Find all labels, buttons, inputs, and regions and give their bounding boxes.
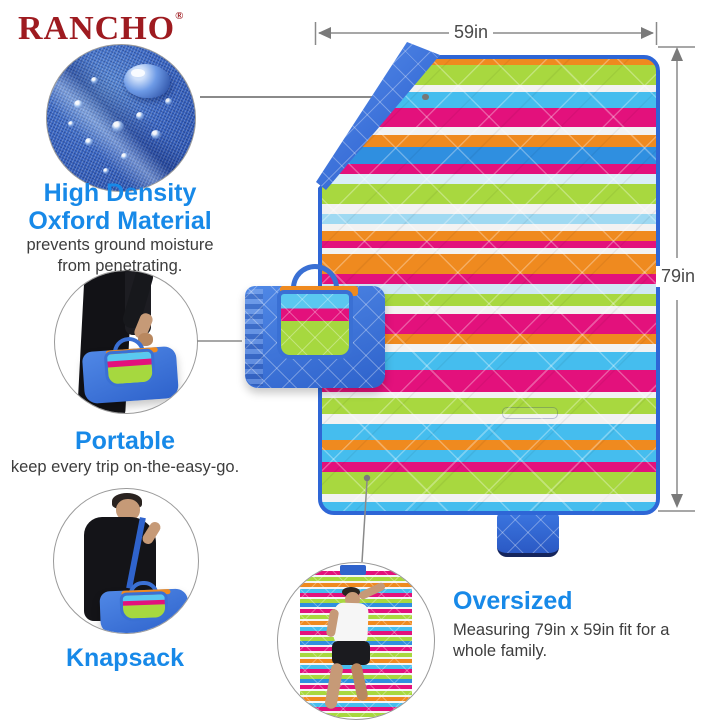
height-dimension-label: 79in — [656, 266, 701, 287]
arrowhead-up-icon — [671, 47, 683, 61]
arrowhead-down-icon — [671, 494, 683, 508]
folded-mat-photo — [245, 264, 385, 388]
mat-flap — [103, 348, 157, 388]
person-shirt — [333, 602, 369, 646]
water-droplet — [67, 120, 74, 127]
water-droplet — [165, 97, 173, 105]
arrowhead-right-icon — [641, 27, 654, 39]
anchor-dot-oxford — [422, 93, 429, 100]
feature-desc-line: prevents ground moisture — [26, 236, 214, 254]
brand-name: RANCHO — [18, 10, 176, 47]
person-head — [116, 499, 140, 521]
feature-title-line: Oxford Material — [28, 206, 212, 235]
feature-desc-line: whole family. — [453, 641, 548, 660]
blanket-handle-stitch — [502, 407, 558, 419]
folded-mat — [81, 334, 180, 405]
blanket-stripes — [318, 55, 660, 515]
portable-photo — [54, 270, 198, 414]
water-droplet — [103, 167, 110, 174]
mat-handle — [291, 264, 339, 297]
water-droplet — [73, 100, 83, 110]
feature-desc-line: Measuring 79in x 59in fit for a — [453, 621, 670, 639]
brand-logo: RANCHO® — [18, 10, 184, 48]
folded-mat — [99, 579, 189, 633]
person-shorts — [332, 641, 370, 665]
water-droplet — [91, 77, 99, 85]
mini-blanket-tab — [340, 565, 366, 575]
water-droplet — [150, 129, 161, 139]
arrowhead-left-icon — [318, 27, 331, 39]
feature-title-knapsack: Knapsack — [65, 644, 185, 672]
oversized-photo — [277, 562, 435, 720]
oxford-fabric-photo — [46, 44, 196, 192]
feature-desc-line: from penetrating. — [57, 256, 183, 275]
feature-desc-oversized: Measuring 79in x 59in fit for a whole fa… — [453, 620, 701, 661]
registered-trademark-icon: ® — [175, 10, 185, 22]
knapsack-photo — [53, 488, 199, 634]
feature-title-oxford: High Density Oxford Material — [0, 179, 240, 235]
feature-desc-portable: keep every trip on-the-easy-go. — [10, 458, 240, 476]
person-hand — [138, 333, 153, 346]
feature-title-oversized: Oversized — [453, 587, 573, 615]
mat-flap — [277, 290, 353, 360]
width-dimension-label: 59in — [449, 22, 494, 43]
water-droplet — [85, 138, 94, 147]
water-droplet — [112, 120, 125, 132]
leader-line-oxford — [200, 96, 425, 98]
water-droplet — [135, 112, 144, 121]
large-water-droplet — [123, 63, 170, 98]
mat-rolled-edge — [245, 288, 264, 386]
feature-title-portable: Portable — [74, 427, 176, 455]
feature-title-line: High Density — [43, 179, 197, 207]
water-droplet — [121, 153, 128, 161]
feature-desc-oxford: prevents ground moisture from penetratin… — [0, 235, 240, 276]
picnic-blanket — [318, 55, 660, 515]
blanket-carry-flap — [497, 512, 559, 557]
mat-flap — [119, 591, 169, 622]
